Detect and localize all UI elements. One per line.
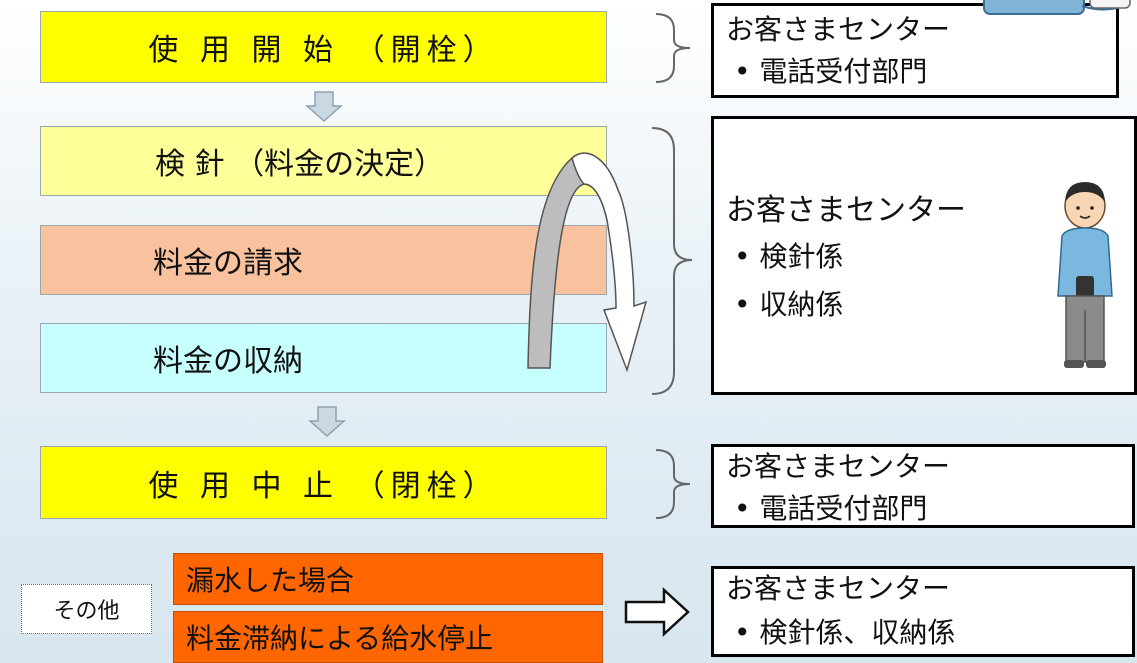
- info-title: お客さまセンター: [726, 193, 966, 228]
- down-arrow-icon: [308, 406, 346, 438]
- step-collection-label: 料金の収納: [153, 344, 303, 379]
- other-label: その他: [53, 599, 120, 624]
- info-title: お客さまセンター: [726, 572, 951, 605]
- other-item-leak: 漏水した場合: [173, 553, 603, 605]
- right-arrow-icon: [624, 587, 690, 637]
- step-start-label: 使 用 開 始 （開栓）: [148, 33, 499, 68]
- other-item-leak-label: 漏水した場合: [186, 564, 355, 597]
- step-collection-box: 料金の収納: [40, 323, 607, 393]
- other-item-suspension-label: 料金滞納による給水停止: [186, 622, 494, 655]
- down-arrow-icon: [305, 91, 343, 123]
- keyboard-icon: [983, 0, 1131, 15]
- step-stop-box: 使 用 中 止 （閉栓）: [40, 446, 607, 519]
- staff-person-icon: [1057, 182, 1113, 368]
- brace-icon: [655, 13, 691, 83]
- info-box-phone-start: お客さまセンター • 電話受付部門: [711, 3, 1119, 98]
- info-bullet: • 検針係、収納係: [734, 616, 956, 649]
- step-meter-label: 検 針 （料金の決定）: [155, 147, 445, 182]
- info-title: お客さまセンター: [726, 450, 951, 483]
- info-bullet: • 収納係: [734, 288, 844, 321]
- info-bullet: • 電話受付部門: [734, 492, 928, 525]
- step-meter-box: 検 針 （料金の決定）: [40, 126, 607, 196]
- curved-cycle-arrow-icon: [527, 152, 648, 373]
- brace-icon: [651, 127, 693, 395]
- other-label-box: その他: [21, 584, 152, 634]
- info-bullet: • 電話受付部門: [734, 55, 928, 88]
- info-box-other: お客さまセンター • 検針係、収納係: [711, 566, 1135, 657]
- step-billing-box: 料金の請求: [40, 225, 607, 295]
- step-stop-label: 使 用 中 止 （閉栓）: [148, 468, 499, 504]
- brace-icon: [655, 449, 691, 519]
- other-item-suspension: 料金滞納による給水停止: [173, 611, 603, 663]
- info-box-phone-stop: お客さまセンター • 電話受付部門: [711, 444, 1135, 528]
- step-billing-label: 料金の請求: [153, 246, 303, 281]
- step-start-box: 使 用 開 始 （開栓）: [40, 11, 607, 83]
- info-title: お客さまセンター: [726, 13, 951, 46]
- info-bullet: • 検針係: [734, 240, 844, 273]
